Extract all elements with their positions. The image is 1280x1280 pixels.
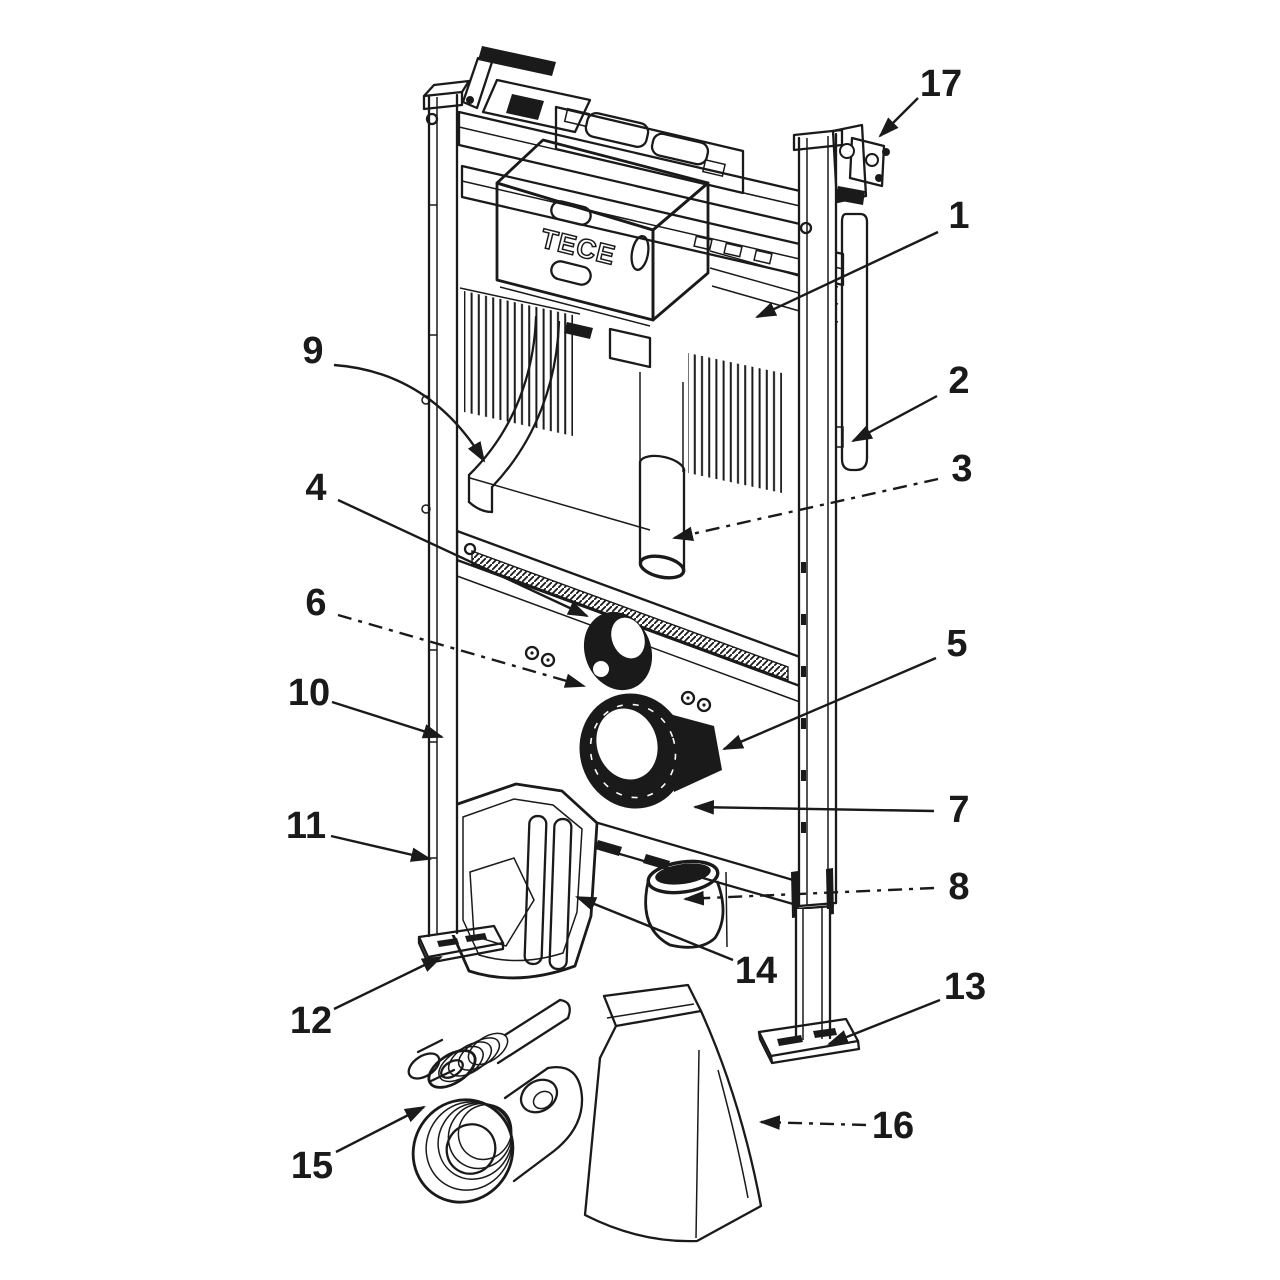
callout-number-9: 9 xyxy=(302,330,323,372)
callout-leader-2 xyxy=(851,394,938,443)
callout-14: 14 xyxy=(575,895,777,992)
callout-number-4: 4 xyxy=(305,467,326,509)
callout-number-15: 15 xyxy=(291,1145,333,1187)
callout-1: 1 xyxy=(755,195,970,319)
callout-10: 10 xyxy=(288,672,445,739)
callout-leader-8 xyxy=(682,886,935,906)
callout-number-1: 1 xyxy=(948,195,969,237)
callout-leader-14 xyxy=(575,895,734,962)
callout-leader-9 xyxy=(333,363,486,463)
callout-number-14: 14 xyxy=(735,950,777,992)
callout-number-2: 2 xyxy=(948,360,969,402)
callout-leader-5 xyxy=(722,656,937,751)
callout-number-7: 7 xyxy=(948,789,969,831)
callout-leader-17 xyxy=(878,97,919,138)
left-rail xyxy=(417,79,505,965)
outlet-elbow xyxy=(644,859,728,949)
callout-8: 8 xyxy=(682,866,970,908)
right-wall-bracket-17 xyxy=(831,123,890,205)
callout-leader-10 xyxy=(331,700,445,739)
wc-support-bracket xyxy=(444,782,599,980)
callout-3: 3 xyxy=(671,448,973,542)
callout-16: 16 xyxy=(758,1105,914,1147)
right-foot-plate xyxy=(757,1017,861,1065)
callout-6: 6 xyxy=(305,582,587,688)
callout-leader-16 xyxy=(758,1115,867,1130)
right-leg-extension xyxy=(794,904,832,1042)
seal-ring-and-collar xyxy=(579,693,722,809)
flush-pipe xyxy=(638,454,686,580)
callout-leader-7 xyxy=(692,799,935,815)
threaded-collar xyxy=(427,1032,509,1089)
bend-mounting-flange xyxy=(583,611,653,691)
callout-number-16: 16 xyxy=(872,1105,914,1147)
callout-leader-4 xyxy=(337,498,589,618)
callout-leader-3 xyxy=(671,477,939,542)
callout-5: 5 xyxy=(722,623,968,751)
flush-bend-pipe xyxy=(467,315,561,514)
threaded-socket xyxy=(411,1066,584,1204)
callout-2: 2 xyxy=(851,360,970,443)
callout-leader-11 xyxy=(330,834,433,862)
left-wall-bracket xyxy=(461,46,592,134)
connection-set xyxy=(407,998,584,1204)
callout-number-13: 13 xyxy=(944,966,986,1008)
callout-leader-13 xyxy=(827,998,941,1046)
callout-17: 17 xyxy=(878,63,962,138)
top-crossbeam xyxy=(457,110,845,323)
callout-13: 13 xyxy=(827,966,986,1046)
callout-number-3: 3 xyxy=(951,448,972,490)
callout-leader-6 xyxy=(337,613,587,688)
mounting-screws xyxy=(524,645,712,713)
callout-number-8: 8 xyxy=(948,866,969,908)
callout-15: 15 xyxy=(291,1105,426,1187)
callout-number-5: 5 xyxy=(946,623,967,665)
service-opening-plate xyxy=(554,105,745,195)
callout-number-6: 6 xyxy=(305,582,326,624)
callout-11: 11 xyxy=(286,805,433,862)
callout-leader-15 xyxy=(335,1105,426,1154)
callout-4: 4 xyxy=(305,467,589,618)
cistern-tank-cover xyxy=(459,212,869,531)
callout-7: 7 xyxy=(692,789,970,831)
right-rail xyxy=(757,128,861,1065)
callout-12: 12 xyxy=(290,955,443,1042)
callout-number-11: 11 xyxy=(286,805,326,847)
callout-number-17: 17 xyxy=(920,63,962,105)
callout-number-12: 12 xyxy=(290,1000,332,1042)
protective-cover xyxy=(583,983,763,1243)
callout-leader-1 xyxy=(755,230,939,319)
callout-number-10: 10 xyxy=(288,672,330,714)
callout-9: 9 xyxy=(302,330,486,463)
height-scale-marks xyxy=(801,562,806,833)
callout-leader-12 xyxy=(333,955,443,1011)
